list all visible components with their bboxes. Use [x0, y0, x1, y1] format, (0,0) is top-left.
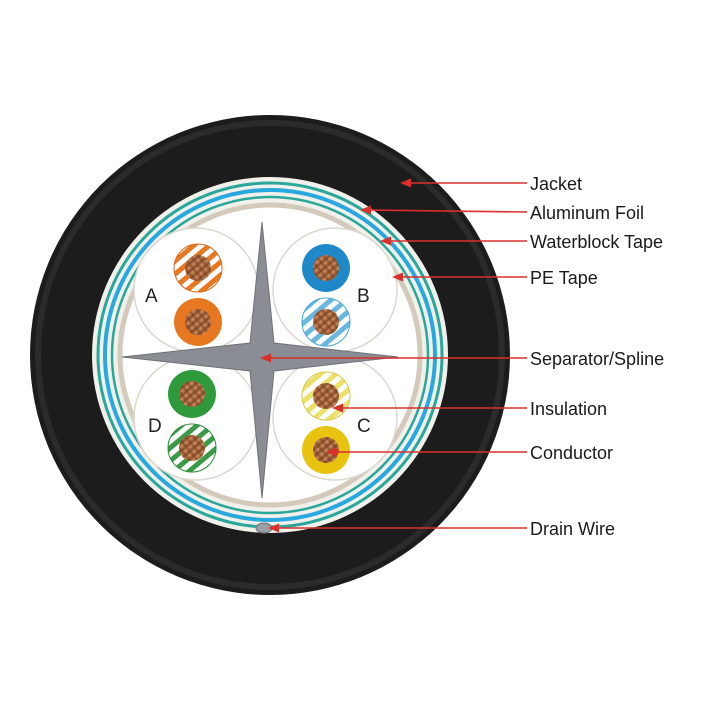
callout-line-aluminum-foil	[360, 205, 528, 215]
pair-c: C	[301, 371, 371, 474]
label-waterblock-tape: Waterblock Tape	[530, 232, 663, 252]
callout-line-waterblock-tape	[380, 236, 527, 246]
pair-a: A	[145, 243, 223, 346]
pair-d-striped-conductor	[179, 435, 205, 461]
jacket-highlight	[35, 120, 505, 590]
callout-lines	[260, 178, 528, 533]
pair-b-striped-conductor	[313, 309, 339, 335]
pair-d-letter: D	[148, 416, 162, 437]
callout-line-insulation	[332, 403, 527, 413]
label-drain-wire: Drain Wire	[530, 519, 615, 539]
pair-a-solid-conductor	[185, 309, 211, 335]
pair-b-solid-conductor	[313, 255, 339, 281]
pair-c-striped-conductor	[313, 383, 339, 409]
separator-spline	[121, 221, 399, 499]
pair-d-solid-conductor	[179, 381, 205, 407]
callout-line-separator-spline	[260, 353, 527, 363]
label-insulation: Insulation	[530, 399, 607, 419]
pair-b: B	[301, 244, 370, 347]
callout-labels: Jacket Aluminum Foil Waterblock Tape PE …	[530, 174, 664, 539]
pair-c-solid-conductor	[313, 437, 339, 463]
pair-a-striped-conductor	[185, 255, 211, 281]
pair-d: D	[148, 370, 217, 473]
callout-line-conductor	[326, 447, 527, 457]
label-aluminum-foil: Aluminum Foil	[530, 203, 644, 223]
pair-a-letter: A	[145, 286, 158, 307]
callout-line-drain-wire	[268, 523, 527, 533]
pair-b-letter: B	[357, 286, 370, 307]
callout-line-jacket	[400, 178, 527, 188]
callout-line-pe-tape	[392, 272, 527, 282]
label-separator-spline: Separator/Spline	[530, 349, 664, 369]
label-conductor: Conductor	[530, 443, 613, 463]
teal-stripe-inner	[110, 195, 430, 515]
pair-c-letter: C	[357, 416, 371, 437]
label-pe-tape: PE Tape	[530, 268, 598, 288]
waterblock-tape-ring	[103, 188, 437, 522]
label-jacket: Jacket	[530, 174, 582, 194]
